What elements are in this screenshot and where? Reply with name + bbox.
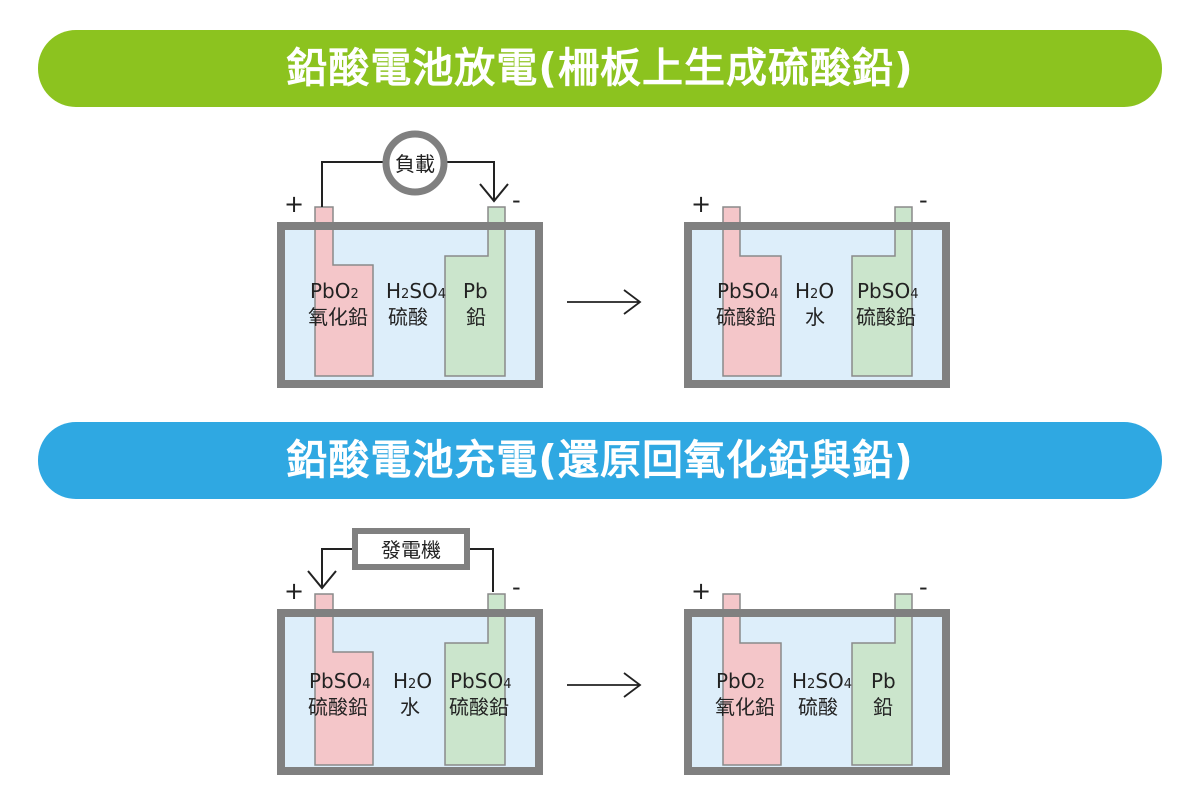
negative-name: 硫酸鉛 (449, 695, 509, 719)
electrolyte-formula: H2O (795, 279, 834, 303)
discharge-arrow-icon (567, 289, 642, 315)
charge-title-banner: 鉛酸電池充電(還原回氧化鉛與鉛) (38, 422, 1162, 499)
battery-case (684, 222, 950, 388)
positive-name: 硫酸鉛 (308, 695, 368, 719)
positive-formula: PbSO4 (309, 669, 370, 693)
generator-label: 發電機 (381, 538, 441, 562)
positive-formula: PbO2 (310, 279, 359, 303)
positive-name: 氧化鉛 (308, 305, 368, 329)
charge-after-cell: + - PbO2 氧化鉛 H2SO4 硫酸 Pb 鉛 (684, 573, 950, 775)
negative-formula: PbSO4 (450, 669, 511, 693)
electrolyte-formula: H2SO4 (792, 669, 852, 693)
current-arrow-icon (479, 183, 509, 203)
positive-name: 硫酸鉛 (716, 305, 776, 329)
negative-name: 鉛 (873, 695, 893, 719)
negative-terminal: - (512, 573, 521, 601)
negative-formula: PbSO4 (857, 279, 918, 303)
electrolyte (285, 617, 535, 767)
negative-name: 鉛 (466, 305, 486, 329)
negative-name: 硫酸鉛 (856, 305, 916, 329)
positive-formula: PbSO4 (717, 279, 778, 303)
negative-plate (851, 206, 913, 377)
wire-left (321, 161, 385, 207)
negative-terminal: - (512, 186, 521, 214)
electrolyte-name: 硫酸 (798, 695, 838, 719)
positive-name: 氧化鉛 (715, 695, 775, 719)
positive-plate (314, 206, 374, 377)
wire-left (321, 548, 354, 588)
discharge-title-banner: 鉛酸電池放電(柵板上生成硫酸鉛) (38, 30, 1162, 107)
electrolyte (692, 617, 942, 767)
negative-terminal: - (919, 573, 928, 601)
negative-plate (851, 593, 913, 766)
electrolyte (692, 230, 942, 380)
load-circle (382, 130, 448, 196)
positive-formula: PbO2 (716, 669, 765, 693)
positive-terminal: + (284, 577, 304, 605)
discharge-title: 鉛酸電池放電(柵板上生成硫酸鉛) (286, 44, 914, 92)
charge-before-cell: + - 發電機 PbSO4 硫酸鉛 H2O 水 PbSO4 硫酸鉛 (277, 528, 543, 775)
charge-title: 鉛酸電池充電(還原回氧化鉛與鉛) (286, 436, 914, 484)
battery-case (277, 609, 543, 775)
electrolyte-formula: H2SO4 (386, 279, 446, 303)
electrolyte-name: 硫酸 (388, 305, 428, 329)
positive-plate (314, 593, 374, 766)
positive-terminal: + (691, 190, 711, 218)
generator-box (352, 528, 470, 570)
battery-case (684, 609, 950, 775)
positive-terminal: + (284, 190, 304, 218)
positive-plate (722, 593, 782, 766)
battery-case (277, 222, 543, 388)
positive-plate (722, 206, 782, 377)
negative-formula: Pb (871, 669, 896, 693)
electrolyte-formula: H2O (393, 669, 432, 693)
load-label: 負載 (395, 152, 435, 176)
electrolyte-name: 水 (805, 305, 825, 329)
negative-terminal: - (919, 186, 928, 214)
discharge-before-cell: + - 負載 PbO2 氧化鉛 H2SO4 硫酸 Pb 鉛 (277, 130, 543, 388)
negative-formula: Pb (463, 279, 488, 303)
discharge-after-cell: + - PbSO4 硫酸鉛 H2O 水 PbSO4 硫酸鉛 (684, 186, 950, 388)
current-arrow-icon (307, 570, 337, 590)
wire-right (468, 548, 494, 592)
negative-plate (444, 593, 506, 766)
electrolyte-name: 水 (400, 695, 420, 719)
positive-terminal: + (691, 577, 711, 605)
electrolyte (285, 230, 535, 380)
negative-plate (444, 206, 506, 377)
wire-right (446, 161, 495, 200)
charge-arrow-icon (567, 672, 642, 698)
